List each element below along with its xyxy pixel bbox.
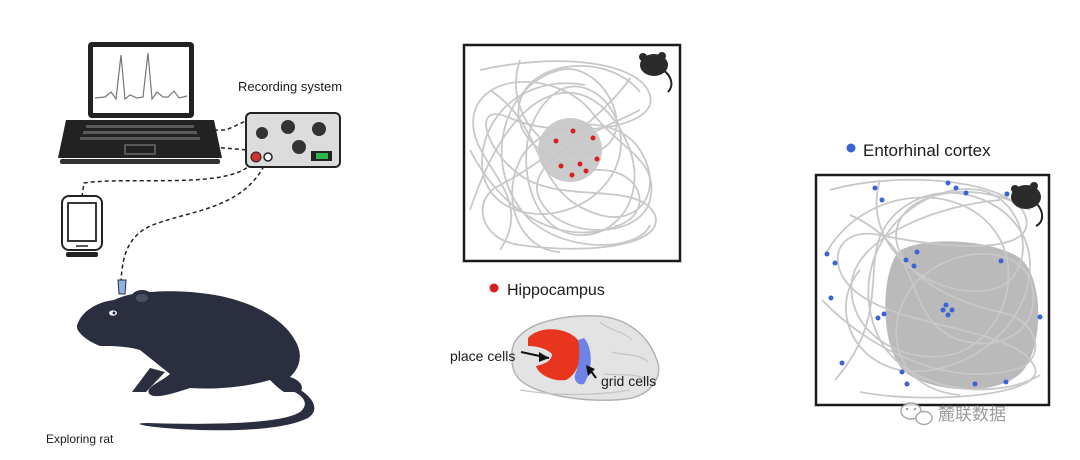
recording-box-icon — [245, 112, 341, 168]
laptop-icon — [58, 42, 222, 164]
cables — [81, 119, 265, 284]
mouse-icon — [1011, 182, 1044, 227]
hippocampus-legend-dot — [489, 283, 499, 293]
entorhinal-arena — [814, 173, 1051, 407]
exploring-rat-label: Exploring rat — [46, 432, 114, 446]
mouse-icon — [639, 52, 673, 93]
watermark-text: 麓联数据 — [938, 405, 1006, 425]
place-cells-label: place cells — [450, 348, 515, 364]
watermark: 麓联数据 — [900, 402, 1006, 426]
recording-system-label: Recording system — [238, 79, 342, 94]
hippocampus-label: Hippocampus — [507, 282, 605, 299]
brain-icon — [511, 315, 660, 401]
entorhinal-cortex-label: Entorhinal cortex — [863, 141, 991, 160]
rat-icon — [76, 279, 315, 431]
wechat-icon — [900, 402, 933, 426]
entorhinal-legend-dot — [846, 143, 856, 153]
phone-icon — [61, 195, 103, 257]
hippocampus-arena — [462, 43, 682, 263]
grid-cells-label: grid cells — [601, 373, 656, 389]
